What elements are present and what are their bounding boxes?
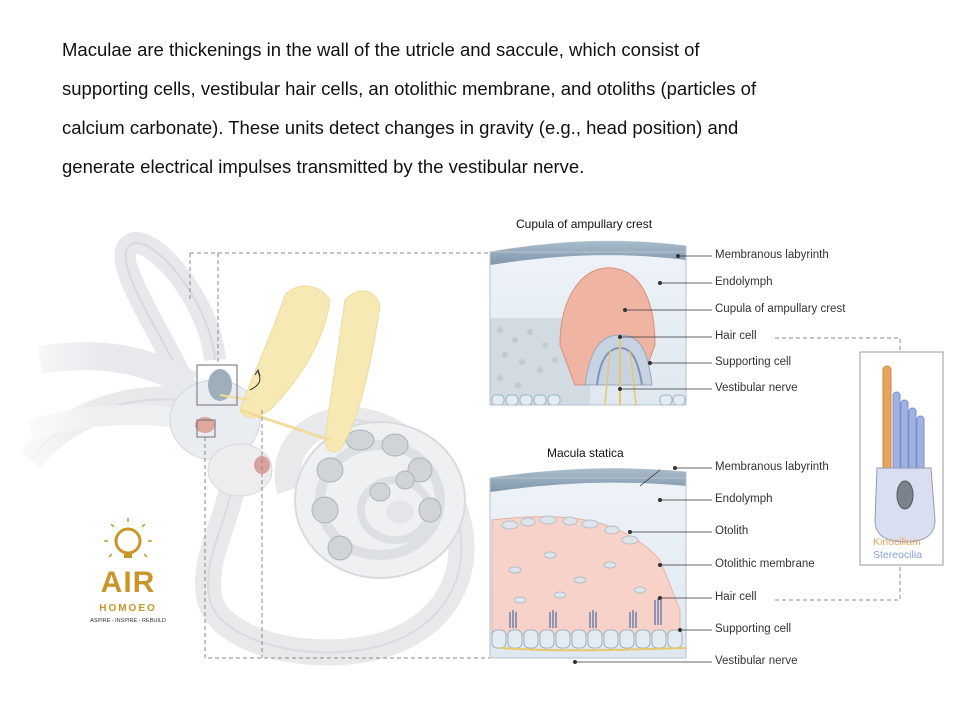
macula-label-endolymph: Endolymph — [715, 493, 773, 505]
intro-paragraph: Maculae are thickenings in the wall of t… — [62, 30, 922, 186]
macula-panel-title: Macula statica — [547, 446, 624, 460]
macula-label-otolith: Otolith — [715, 525, 749, 537]
logo-sub: HOMOEO — [99, 603, 157, 614]
macula-label-supporting-cell: Supporting cell — [715, 623, 792, 635]
hair-cell-inset-drawing — [859, 351, 944, 566]
cupula-panel-title: Cupula of ampullary crest — [516, 217, 653, 231]
kinocilium-label: Kinocilium — [873, 536, 921, 548]
cupula-label-vestibular-nerve: Vestibular nerve — [715, 382, 798, 394]
macula-label-vestibular-nerve: Vestibular nerve — [715, 655, 798, 667]
macula-label-hair-cell: Hair cell — [715, 591, 757, 603]
cupula-label-membranous-labyrinth: Membranous labyrinth — [715, 249, 829, 261]
cupula-panel-drawing — [489, 240, 687, 406]
cupula-label-cupula: Cupula of ampullary crest — [715, 303, 846, 315]
intro-line-1: Maculae are thickenings in the wall of t… — [62, 39, 700, 60]
intro-line-4: generate electrical impulses transmitted… — [62, 156, 585, 177]
logo-tagline: ASPIRE - INSPIRE - REBUILD — [90, 618, 166, 624]
dashed-connectors — [189, 252, 901, 659]
logo-brand: AIR — [100, 566, 156, 599]
cupula-label-supporting-cell: Supporting cell — [715, 356, 792, 368]
macula-label-membranous-labyrinth: Membranous labyrinth — [715, 461, 829, 473]
logo-mark — [104, 518, 152, 558]
intro-line-3: calcium carbonate). These units detect c… — [62, 117, 739, 138]
stereocilia-label: Stereocilia — [873, 549, 923, 561]
leader-lines — [573, 253, 712, 665]
cupula-label-endolymph: Endolymph — [715, 276, 773, 288]
intro-line-2: supporting cells, vestibular hair cells,… — [62, 78, 757, 99]
cupula-label-hair-cell: Hair cell — [715, 330, 757, 342]
macula-label-otolithic-membrane: Otolithic membrane — [715, 558, 815, 570]
macula-panel-drawing — [489, 468, 687, 659]
